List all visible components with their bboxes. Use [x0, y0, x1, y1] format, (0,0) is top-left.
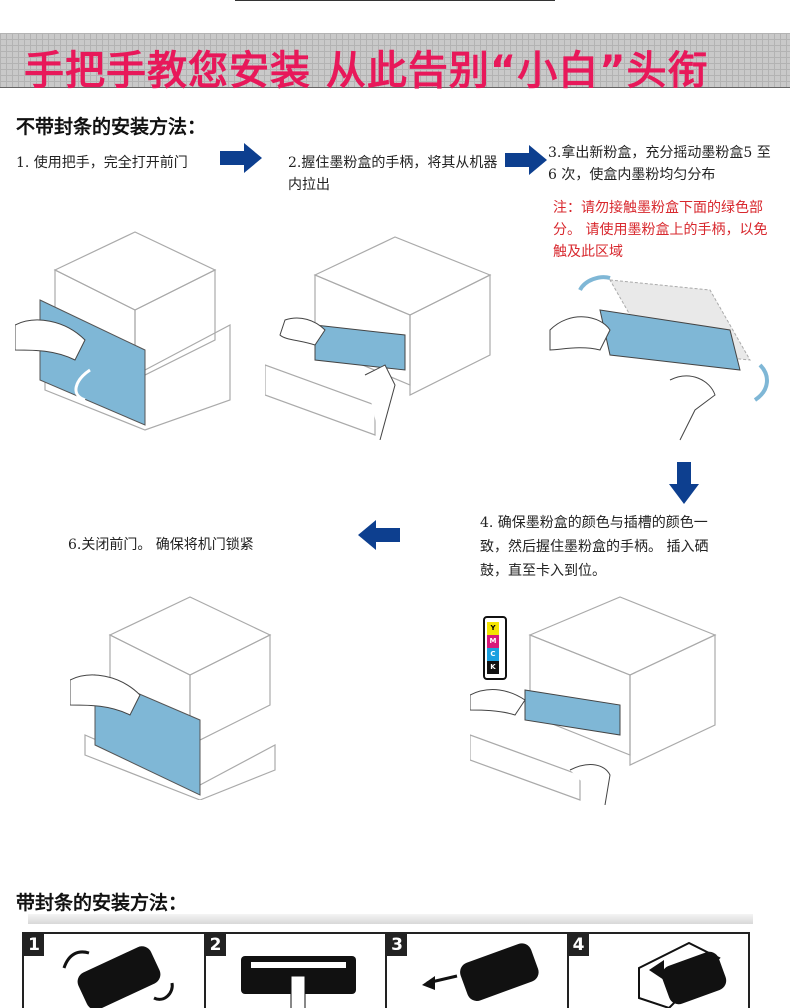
printer-insert-cartridge-illustration [470, 596, 717, 805]
section-heading-no-seal: 不带封条的安装方法： [16, 116, 207, 138]
seal-step-panel-3: 3 [387, 934, 569, 1008]
cartridge-slot-labels: Y M C K [487, 622, 499, 674]
remove-seal-icon [422, 943, 539, 1001]
seal-steps-panels: 1 2 3 4 [22, 932, 750, 1008]
slot-label-y: Y [487, 622, 499, 635]
divider-bar [28, 914, 753, 924]
banner [0, 33, 790, 88]
slot-label-c: C [487, 648, 499, 661]
panel-number: 1 [24, 934, 44, 956]
slot-label-m: M [487, 635, 499, 648]
panel-number: 4 [568, 934, 589, 956]
banner-title: 手把手教您安装 从此告别“小白”头衔 [24, 48, 709, 94]
panel-number: 2 [205, 934, 226, 956]
step-6-text: 6.关闭前门。 确保将机门锁紧 [68, 537, 254, 553]
divider [235, 0, 555, 1]
step-2-text: 2.握住墨粉盒的手柄，将其从机器内拉出 [288, 155, 498, 193]
step-1-text: 1. 使用把手，完全打开前门 [16, 155, 188, 171]
seal-step-panel-1: 1 [24, 934, 206, 1008]
arrow-right-icon [220, 143, 262, 173]
printer-close-door-illustration [70, 596, 276, 800]
slot-label-k: K [487, 661, 499, 674]
warning-note: 注：请勿接触墨粉盒下面的绿色部分。 请使用墨粉盒上的手柄，以免触及此区域 [553, 200, 768, 260]
shake-toner-cartridge-illustration [549, 275, 769, 441]
printer-open-door-illustration [15, 231, 231, 431]
arrow-down-icon [669, 462, 699, 504]
panel-number: 3 [387, 934, 407, 956]
printer-remove-cartridge-illustration [265, 236, 492, 440]
section-heading-with-seal: 带封条的安装方法： [16, 892, 188, 914]
arrow-right-icon [505, 145, 547, 175]
step-4-text: 4. 确保墨粉盒的颜色与插槽的颜色一致，然后握住墨粉盒的手柄。 插入硒鼓，直至卡… [480, 515, 709, 579]
step-3-text: 3.拿出新粉盒，充分摇动墨粉盒5 至 6 次，使盒内墨粉均匀分布 [548, 145, 771, 183]
pull-seal-icon [240, 956, 356, 1008]
shake-cartridge-icon [62, 946, 174, 1008]
arrow-left-icon [358, 520, 400, 550]
insert-cartridge-icon [637, 941, 726, 1008]
seal-step-panel-4: 4 [568, 934, 749, 1008]
seal-step-panel-2: 2 [205, 934, 387, 1008]
